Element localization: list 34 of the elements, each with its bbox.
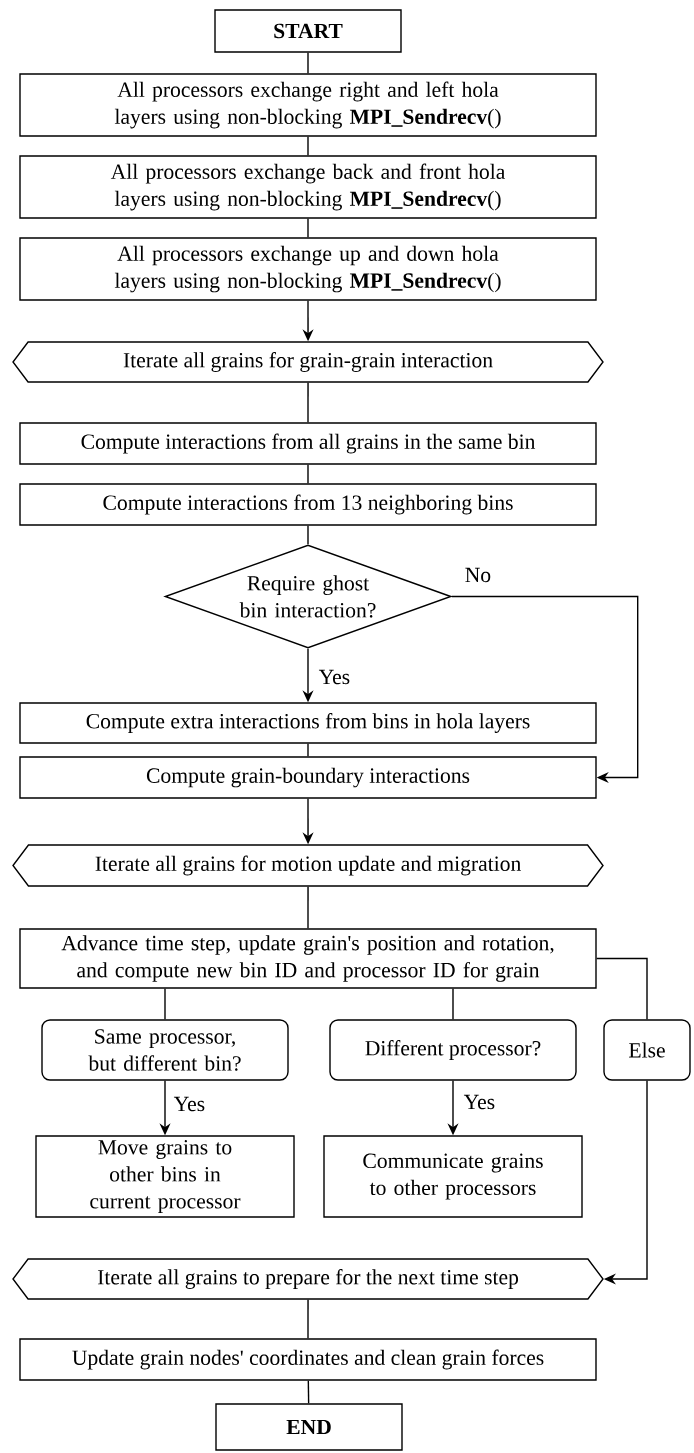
process-box: Communicate grains to other processors [323, 1135, 583, 1218]
process-box: All processors exchange back and front hola layers using non-blocking MPI_Sendrecv() [19, 155, 597, 219]
process-box: Update grain nodes' coordinates and clean grain forces [19, 1338, 597, 1381]
connector-line [596, 957, 648, 1021]
edge-label: Yes [316, 667, 353, 687]
edge-label: Yes [461, 1092, 498, 1112]
connector-line [307, 464, 309, 484]
connector-line [307, 743, 309, 757]
process-box: Compute interactions from 13 neighboring bins [19, 483, 597, 526]
connector-line [452, 988, 454, 1021]
connector-line [307, 52, 309, 74]
connector-line [307, 382, 309, 423]
process-box: Move grains to other bins in current processor [35, 1135, 295, 1218]
connector-line [307, 1380, 310, 1404]
process-box: Advance time step, update grain's position and rotation, and compute new bin ID and processor ID for grain [19, 928, 597, 989]
process-box: All processors exchange up and down hola layers using non-blocking MPI_Sendrecv() [19, 237, 597, 301]
terminal-box: START [214, 9, 402, 53]
connector-line [307, 136, 309, 156]
arrow [451, 595, 639, 784]
process-box: Compute interactions from all grains in the same bin [19, 422, 597, 465]
connector-line [307, 886, 309, 929]
process-box: Compute extra interactions from bins in hola layers [19, 702, 597, 744]
connector-line [164, 988, 166, 1021]
connector-line [307, 525, 309, 545]
edge-label: Yes [171, 1094, 208, 1114]
edge-label: No [462, 565, 494, 585]
connector-line [307, 218, 309, 238]
process-box: All processors exchange right and left hola layers using non-blocking MPI_Sendrecv() [19, 73, 597, 137]
condition-box: Same processor, but different bin? [41, 1019, 289, 1081]
condition-box: Else [603, 1019, 691, 1081]
condition-box: Different processor? [329, 1019, 577, 1081]
terminal-box: END [215, 1403, 403, 1451]
connector-line [307, 1299, 309, 1339]
process-box: Compute grain-boundary interactions [19, 756, 597, 799]
